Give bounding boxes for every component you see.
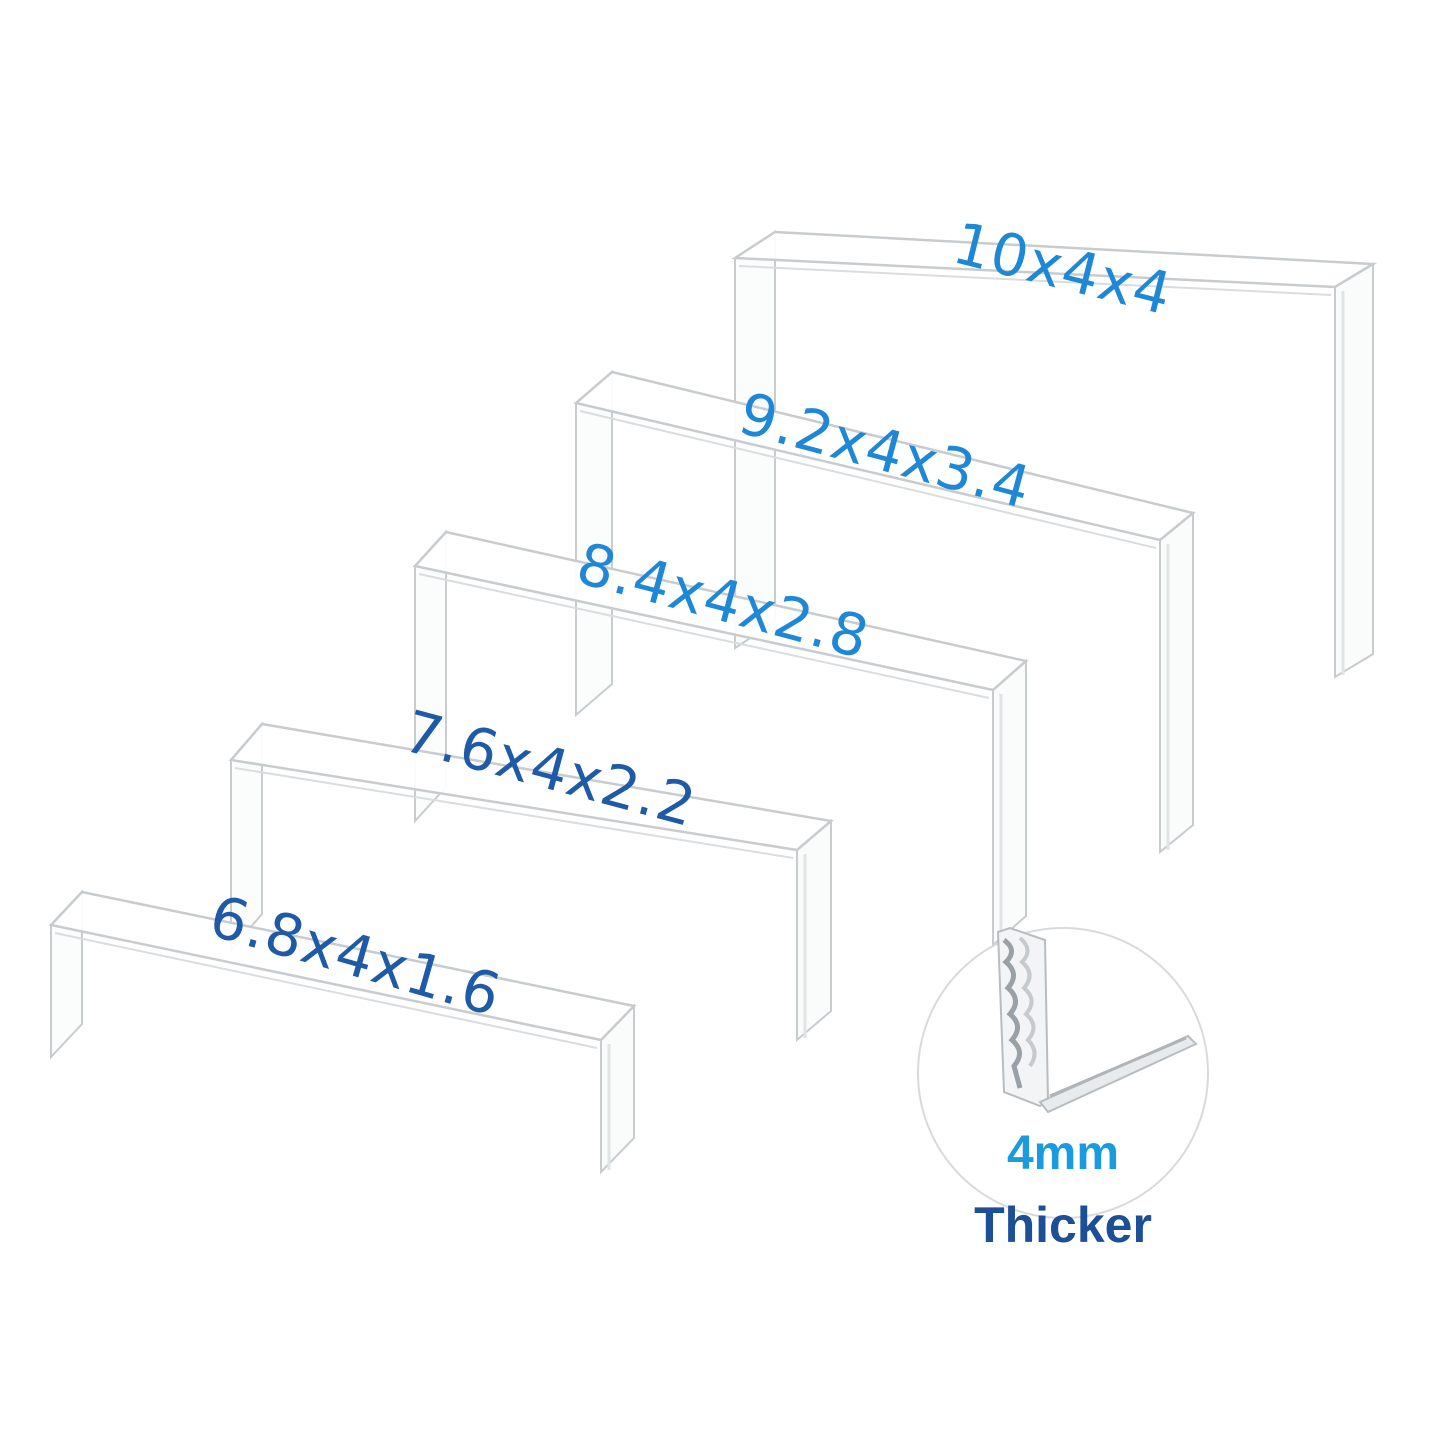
- riser-top: [412, 530, 1029, 692]
- thickness-callout: [917, 926, 1209, 1219]
- riser-top-edge: [418, 573, 990, 699]
- acrylic-edge-closeup: [996, 926, 1198, 1114]
- riser-right-leg: [1159, 510, 1194, 855]
- riser-size-label: 9.2x4x3.4: [732, 379, 1038, 522]
- riser-top: [573, 370, 1196, 542]
- acrylic-riser: 6.8x4x1.6: [48, 882, 637, 1175]
- riser-top: [731, 230, 1378, 289]
- thickness-value: 4mm: [1006, 1127, 1120, 1180]
- riser-size-label: 10x4x4: [947, 209, 1179, 329]
- riser-size-label: 8.4x4x2.8: [570, 529, 876, 672]
- riser-top-edge: [738, 265, 1332, 296]
- riser-size-label: 6.8x4x1.6: [202, 882, 508, 1030]
- riser-top: [228, 722, 834, 852]
- thickness-caption: Thicker: [974, 1197, 1152, 1253]
- riser-top-edge: [579, 410, 1157, 549]
- riser-top: [48, 890, 637, 1042]
- riser-right-leg: [992, 658, 1027, 948]
- riser-top-edge: [234, 767, 794, 859]
- riser-right-leg: [796, 818, 832, 1043]
- riser-top-edge: [54, 932, 598, 1049]
- callout-circle: [917, 927, 1209, 1219]
- riser-right-leg: [1334, 262, 1374, 679]
